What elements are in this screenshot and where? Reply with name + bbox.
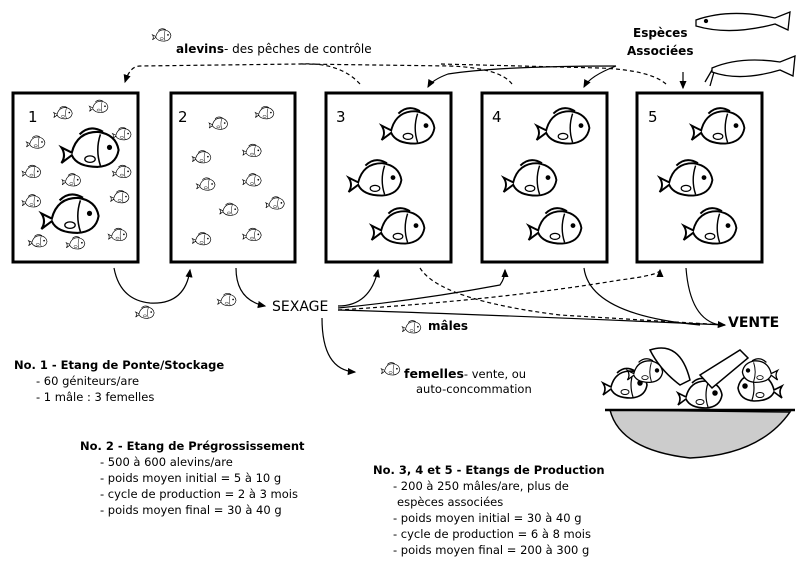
flow-arrows [113,63,727,376]
associated-species-icons [695,10,796,87]
pond345-notes: No. 3, 4 et 5 - Etangs de Production - 2… [373,463,605,557]
pond-number: 5 [648,108,658,126]
alevins-label: alevins- des pêches de contrôle [176,42,372,56]
bowl-of-fish-icon [602,347,795,459]
males-label: mâles [428,319,468,333]
vente-label: VENTE [728,315,780,331]
pond-number: 1 [28,108,38,126]
pond1-notes: No. 1 - Etang de Ponte/Stockage - 60 gén… [14,358,225,404]
pond-2 [169,91,297,264]
pond-number: 4 [492,108,502,126]
pond-number: 2 [178,108,188,126]
pond-number: 3 [336,108,346,126]
femelles-label: femelles- vente, ou auto-concommation [404,366,532,396]
pond2-notes: No. 2 - Etang de Prégrossissement - 500 … [80,439,305,517]
sexage-label: SEXAGE [272,299,329,315]
